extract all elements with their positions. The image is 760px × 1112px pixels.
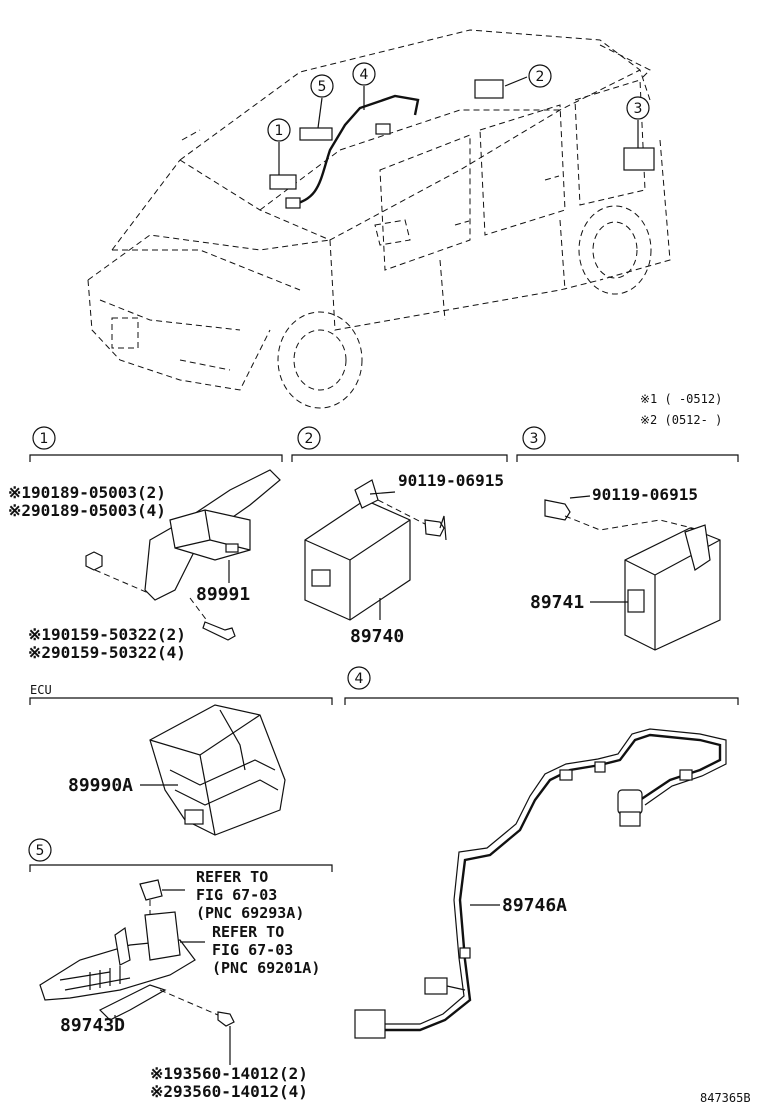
car-part-2 <box>474 79 504 99</box>
ref-text-2: FIG 67-03 <box>196 886 277 904</box>
section-5: REFER TO FIG 67-03 (PNC 69293A) REFER TO… <box>39 868 320 1101</box>
svg-text:1: 1 <box>40 431 49 447</box>
nut-icon <box>85 551 103 571</box>
section-2-header: 2 <box>291 426 508 462</box>
svg-text:4: 4 <box>360 67 369 83</box>
note-2: ※2 (0512- ) <box>640 413 722 427</box>
svg-text:1: 1 <box>275 123 284 139</box>
screw-icon <box>217 1011 235 1027</box>
ecu-header: ECU <box>29 683 333 705</box>
section-1: ※190189-05003(2) ※290189-05003(4) 89991 … <box>8 469 281 662</box>
section-4: 89746A <box>354 728 727 1039</box>
svg-text:5: 5 <box>318 79 327 95</box>
ecu-89990a <box>149 704 286 836</box>
car-part-5 <box>299 127 333 141</box>
svg-text:4: 4 <box>355 671 364 687</box>
svg-text:2: 2 <box>536 69 545 85</box>
bolt-icon <box>424 519 445 537</box>
ref-text-3[interactable]: (PNC 69293A) <box>196 904 304 922</box>
svg-text:3: 3 <box>530 431 539 447</box>
bracket <box>144 469 281 601</box>
section-5-header: 5 <box>28 838 333 872</box>
ref-text-5: FIG 67-03 <box>212 941 293 959</box>
part-90119-06915-a[interactable]: 90119-06915 <box>398 471 504 490</box>
part-93560-14012-s1[interactable]: ※193560-14012(2) <box>150 1064 308 1083</box>
connector-a <box>354 1009 386 1039</box>
part-90189-05003-s2[interactable]: ※290189-05003(4) <box>8 501 166 520</box>
part-89740[interactable]: 89740 <box>350 626 404 647</box>
part-89741[interactable]: 89741 <box>530 592 584 613</box>
svg-text:5: 5 <box>36 843 45 859</box>
section-3: 90119-06915 89741 <box>530 485 721 651</box>
section-3-header: 3 <box>516 426 739 462</box>
part-89746a[interactable]: 89746A <box>502 895 567 916</box>
car-part-3 <box>623 147 655 171</box>
bolt-icon <box>544 499 571 521</box>
module-89740 <box>304 499 411 621</box>
diagram-code: 847365B <box>700 1091 751 1105</box>
bolt-icon <box>202 621 236 641</box>
section-4-header: 4 <box>344 666 739 705</box>
callout-3[interactable]: 3 <box>626 96 650 120</box>
part-90159-50322-s1[interactable]: ※190159-50322(2) <box>28 625 186 644</box>
ecu-section: 89990A <box>68 704 286 836</box>
part-90159-50322-s2[interactable]: ※290159-50322(4) <box>28 643 186 662</box>
part-89743d[interactable]: 89743D <box>60 1015 125 1036</box>
car-harness-4 <box>289 94 420 207</box>
callout-4[interactable]: 4 <box>352 62 376 86</box>
part-93560-14012-s2[interactable]: ※293560-14012(4) <box>150 1082 308 1101</box>
section-2: 90119-06915 89740 <box>304 471 504 647</box>
part-89991[interactable]: 89991 <box>196 584 250 605</box>
car-illustration: 1 2 3 4 5 <box>87 29 671 409</box>
section-1-header: 1 <box>29 426 283 462</box>
callout-1[interactable]: 1 <box>267 118 291 142</box>
callout-5[interactable]: 5 <box>310 74 334 98</box>
ref-text-1: REFER TO <box>196 868 268 886</box>
ref-text-4: REFER TO <box>212 923 284 941</box>
connector-b <box>424 977 448 995</box>
ref-text-6[interactable]: (PNC 69201A) <box>212 959 320 977</box>
part-89990a[interactable]: 89990A <box>68 775 133 796</box>
svg-text:ECU: ECU <box>30 683 52 697</box>
svg-text:2: 2 <box>305 431 314 447</box>
svg-text:3: 3 <box>634 101 643 117</box>
part-90119-06915-b[interactable]: 90119-06915 <box>592 485 698 504</box>
part-90189-05003-s1[interactable]: ※190189-05003(2) <box>8 483 166 502</box>
note-1: ※1 ( -0512) <box>640 392 722 406</box>
car-part-1 <box>269 174 297 190</box>
callout-2[interactable]: 2 <box>528 64 552 88</box>
sensor-end <box>617 789 643 815</box>
